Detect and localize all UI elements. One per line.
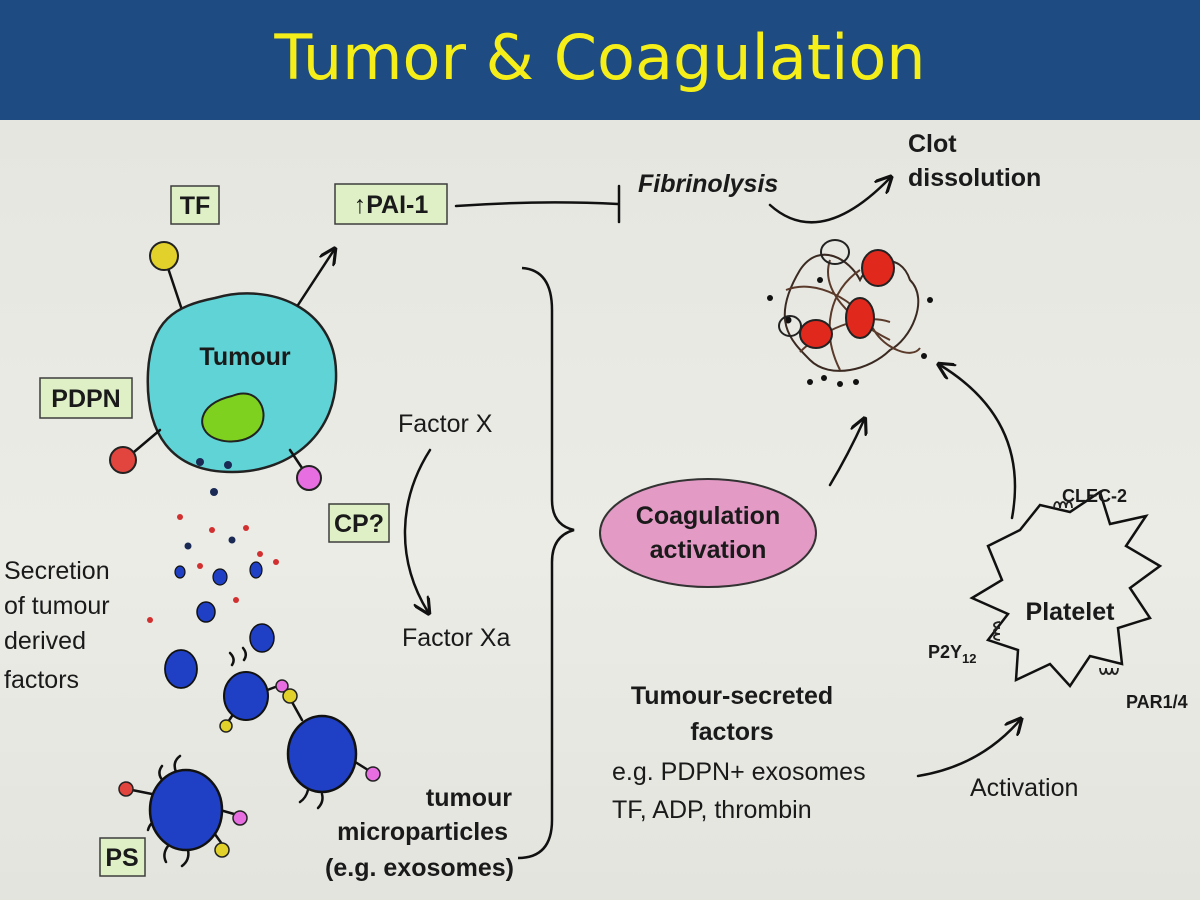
microparticles-line3: (e.g. exosomes) — [325, 854, 514, 882]
fibrinolysis-label: Fibrinolysis — [638, 170, 778, 198]
pdpn-label: PDPN — [51, 385, 120, 413]
tumour-nucleus — [201, 392, 265, 443]
clec2-receptor-icon — [1053, 501, 1073, 509]
secretion-line1: Secretion — [4, 557, 110, 585]
diagram-svg: TF ↑PAI-1 Fibrinolysis Clot dissolution … — [4, 130, 1188, 882]
tf-receptor-icon — [149, 241, 179, 271]
secretion-line2: of tumour — [4, 592, 110, 620]
platelet-to-clot-arrow — [940, 365, 1017, 520]
tf-label: TF — [180, 192, 211, 220]
slide-title: Tumor & Coagulation — [274, 21, 926, 94]
par-label: PAR1/4 — [1126, 692, 1188, 712]
granule-dot — [224, 461, 232, 469]
tumour-label: Tumour — [199, 343, 290, 371]
cp-receptor-icon — [296, 465, 322, 491]
factor-x-arrow — [403, 448, 430, 612]
pdpn-stalk — [132, 428, 162, 454]
inhibition-line — [454, 201, 620, 208]
ps-label: PS — [105, 844, 138, 872]
factor-xa-label: Factor Xa — [402, 624, 510, 652]
factor-x-label: Factor X — [398, 410, 493, 438]
secretion-line4: factors — [4, 666, 79, 694]
pdpn-box — [39, 377, 133, 419]
platelet-label: Platelet — [1026, 598, 1116, 626]
exosome-large-left — [118, 754, 248, 868]
secreted-title-line2: factors — [690, 718, 773, 746]
title-bar: Tumor & Coagulation — [0, 0, 1200, 120]
activation-label: Activation — [970, 774, 1078, 802]
grouping-brace — [517, 266, 575, 860]
cp-label: CP? — [334, 510, 384, 538]
cp-box — [328, 503, 390, 543]
granule-dot — [210, 488, 218, 496]
coagulation-line1: Coagulation — [636, 502, 780, 530]
coagulation-ellipse — [599, 478, 817, 588]
secreted-particles — [147, 514, 279, 689]
tf-box — [170, 185, 220, 225]
granule-dot — [196, 458, 204, 466]
clot-label-line1: Clot — [908, 130, 957, 158]
clot-label-line2: dissolution — [908, 164, 1041, 192]
diagram-canvas: TF ↑PAI-1 Fibrinolysis Clot dissolution … — [0, 120, 1200, 900]
coagulation-line2: activation — [650, 536, 767, 564]
pai1-label: ↑PAI-1 — [354, 191, 429, 219]
platelet-cell — [969, 490, 1163, 689]
coagulation-arrow — [828, 420, 864, 487]
clec2-label: CLEC-2 — [1062, 486, 1127, 506]
cp-stalk — [288, 448, 304, 470]
p2y-label: P2Y12 — [928, 642, 977, 666]
pai1-box — [334, 183, 448, 225]
par-receptor-icon — [1099, 667, 1119, 675]
exosome-large-right — [282, 688, 381, 810]
ps-box — [99, 837, 146, 877]
secreted-examples-line1: e.g. PDPN+ exosomes — [612, 758, 866, 786]
fibrinolysis-arrow — [768, 178, 890, 224]
exosome-small — [219, 646, 289, 733]
secreted-title-line1: Tumour-secreted — [631, 682, 833, 710]
secretion-line3: derived — [4, 627, 86, 655]
pai1-arrow — [296, 250, 334, 307]
microparticles-line1: tumour — [426, 784, 512, 812]
activation-arrow — [916, 720, 1020, 778]
microparticles-line2: microparticles — [337, 818, 508, 846]
secreted-examples-line2: TF, ADP, thrombin — [612, 796, 812, 824]
p2y12-receptor-icon — [993, 621, 1001, 641]
tumour-cell — [146, 292, 338, 474]
pdpn-receptor-icon — [109, 446, 137, 474]
clot-icon — [767, 239, 933, 387]
